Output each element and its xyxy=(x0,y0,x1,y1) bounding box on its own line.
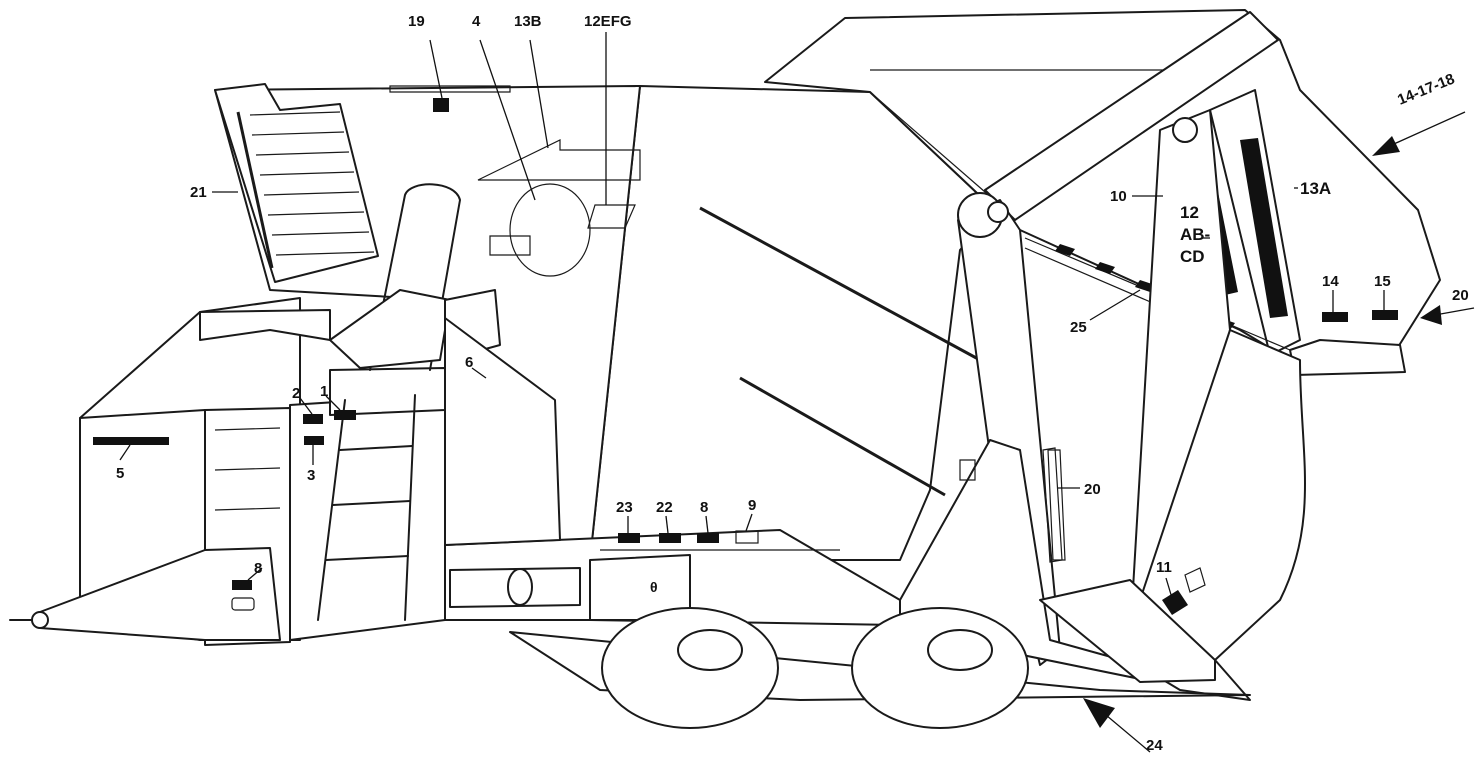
rear-hopper xyxy=(764,9,1441,376)
svg-text:θ: θ xyxy=(650,579,658,595)
panel-decal-arrow xyxy=(477,139,641,277)
callout-14: 14 xyxy=(1322,273,1339,290)
callout-3: 3 xyxy=(307,467,315,484)
rail-decals xyxy=(618,530,759,544)
callout-6: 6 xyxy=(465,354,473,371)
front-box xyxy=(9,297,301,646)
callout-12abcd-line1: 12 xyxy=(1180,203,1199,222)
cab-ladder xyxy=(199,183,561,641)
callout-13a: 13A xyxy=(1300,179,1331,198)
callout-5: 5 xyxy=(116,465,124,482)
grille-panel xyxy=(214,83,379,283)
direction-arrows xyxy=(1083,111,1475,753)
callout-23: 23 xyxy=(616,499,633,516)
callout-12abcd-line3: CD xyxy=(1180,247,1205,266)
callout-25: 25 xyxy=(1070,319,1087,336)
callout-12efg: 12EFG xyxy=(584,13,632,30)
callout-22: 22 xyxy=(656,499,673,516)
callout-19: 19 xyxy=(408,13,425,30)
decal-20-lower xyxy=(1042,447,1063,563)
callout-1: 1 xyxy=(320,383,328,400)
leader-lines xyxy=(119,32,1385,599)
callout-20-right: 20 xyxy=(1452,287,1469,304)
callout-8-left: 8 xyxy=(254,560,262,577)
wheels xyxy=(509,607,1251,729)
callout-10: 10 xyxy=(1110,188,1127,205)
decal-19 xyxy=(433,98,449,112)
callout-12abcd-line2: AB- xyxy=(1180,225,1210,244)
callout-13b: 13B xyxy=(514,13,542,30)
callout-9: 9 xyxy=(748,497,756,514)
callout-4: 4 xyxy=(472,13,481,30)
callout-21: 21 xyxy=(190,184,207,201)
callout-14-17-18: 14-17-18 xyxy=(1395,70,1457,108)
callout-2: 2 xyxy=(292,385,300,402)
callout-20-lower: 20 xyxy=(1084,481,1101,498)
callout-15: 15 xyxy=(1374,273,1391,290)
panel-struts xyxy=(699,206,981,497)
callout-8-rail: 8 xyxy=(700,499,708,516)
callout-24: 24 xyxy=(1146,737,1163,754)
callout-11: 11 xyxy=(1156,559,1172,576)
